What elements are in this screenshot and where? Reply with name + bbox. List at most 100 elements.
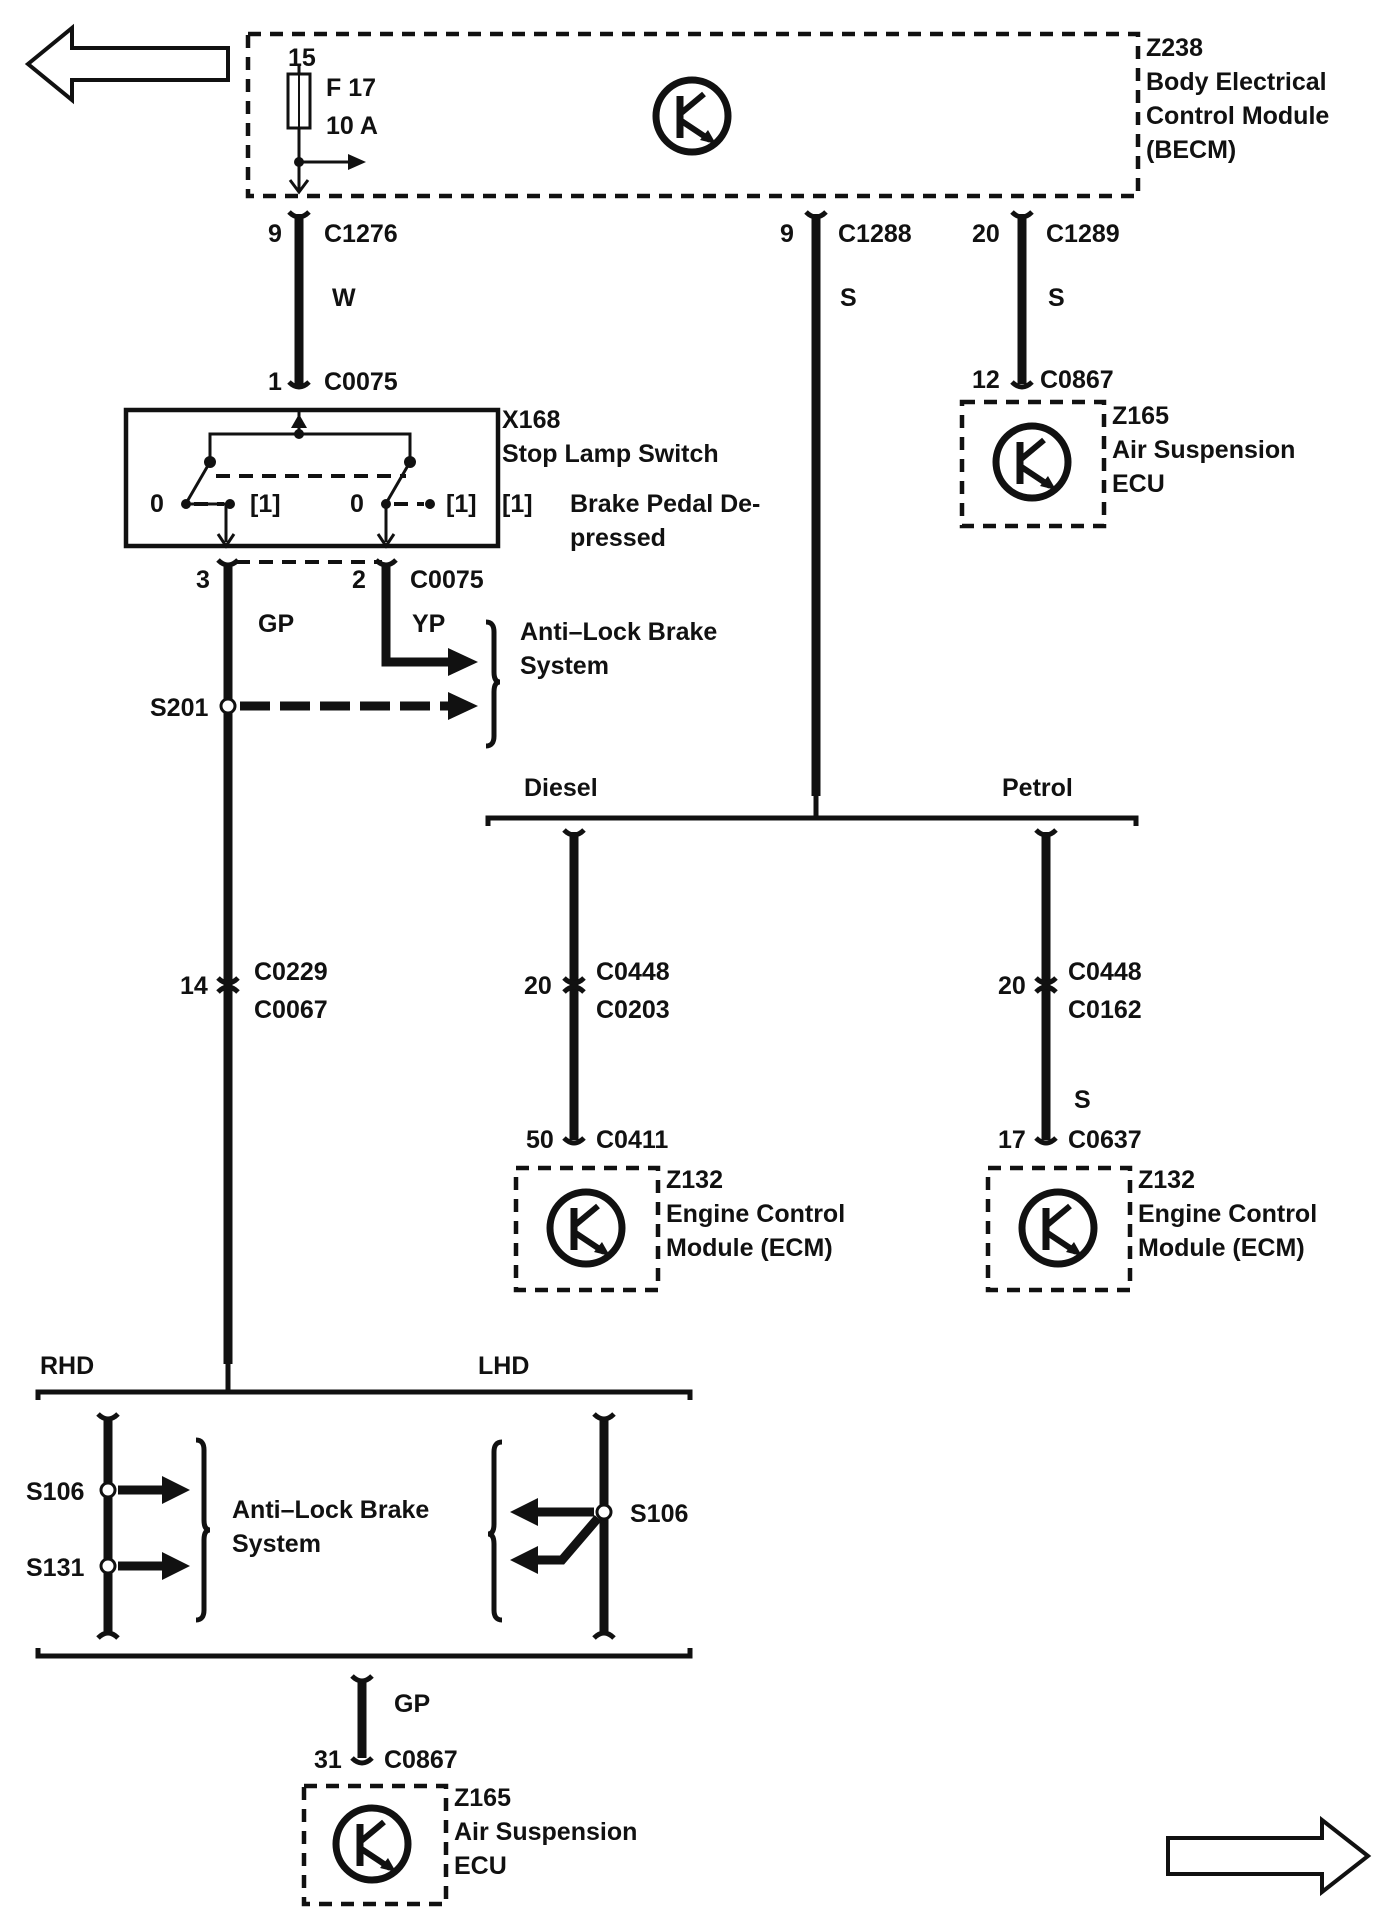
connector-icon bbox=[1012, 212, 1032, 217]
ecm-petrol-name1: Engine Control bbox=[1138, 1200, 1317, 1228]
inline-connector-icon bbox=[1034, 976, 1058, 994]
rhd-splice1-label: S106 bbox=[26, 1478, 84, 1506]
wire3-pin: 20 bbox=[972, 220, 1000, 248]
connector-icon bbox=[289, 212, 309, 217]
gp-inline-conn2: C0067 bbox=[254, 996, 328, 1024]
ecm-diesel-id: Z132 bbox=[666, 1166, 723, 1194]
diesel-inline-conn1: C0448 bbox=[596, 958, 670, 986]
switch-out-connector: C0075 bbox=[410, 566, 484, 594]
arrow-right-icon bbox=[1166, 1815, 1372, 1897]
transistor-icon bbox=[656, 80, 728, 152]
splice-icon bbox=[99, 1481, 117, 1499]
switch-name: Stop Lamp Switch bbox=[502, 440, 719, 468]
fuse-pin: 15 bbox=[288, 44, 316, 72]
air-bottom-name2: ECU bbox=[454, 1852, 507, 1880]
stop-lamp-switch bbox=[123, 407, 501, 549]
branch-bracket bbox=[35, 1648, 693, 1659]
air-bottom-connector: C0867 bbox=[384, 1746, 458, 1774]
abs-upper-name2: System bbox=[520, 652, 609, 680]
connector-icon bbox=[564, 830, 584, 835]
becm-name-line1: Body Electrical bbox=[1146, 68, 1327, 96]
petrol-pin: 17 bbox=[998, 1126, 1026, 1154]
transistor-icon bbox=[1022, 1192, 1094, 1264]
becm-id: Z238 bbox=[1146, 34, 1203, 62]
switch-legend-line2: pressed bbox=[570, 524, 666, 552]
petrol-connector: C0637 bbox=[1068, 1126, 1142, 1154]
rhd-label: RHD bbox=[40, 1352, 94, 1380]
becm-name-line2: Control Module bbox=[1146, 102, 1329, 130]
wire3-connector: C1289 bbox=[1046, 220, 1120, 248]
air-top-name1: Air Suspension bbox=[1112, 436, 1295, 464]
abs-lower-name2: System bbox=[232, 1530, 321, 1558]
bracket bbox=[195, 1437, 211, 1623]
switch-id: X168 bbox=[502, 406, 560, 434]
arrow-left-icon bbox=[510, 1498, 538, 1526]
diesel-inline-conn2: C0203 bbox=[596, 996, 670, 1024]
wire2-connector: C1288 bbox=[838, 220, 912, 248]
connector-icon bbox=[806, 212, 826, 217]
lhd-splice-label: S106 bbox=[630, 1500, 688, 1528]
connector-icon bbox=[376, 560, 396, 565]
arrow-right-icon bbox=[162, 1476, 190, 1504]
switch-state-on-right: [1] bbox=[446, 490, 477, 518]
wire-yp bbox=[381, 566, 450, 667]
air-bottom-id: Z165 bbox=[454, 1784, 511, 1812]
switch-state-off-left: 0 bbox=[150, 490, 164, 518]
inline-connector-icon bbox=[562, 976, 586, 994]
air-bottom-pin: 31 bbox=[314, 1746, 342, 1774]
diesel-inline-pin: 20 bbox=[524, 972, 552, 1000]
air-bottom-wire-color: GP bbox=[394, 1690, 430, 1718]
air-suspension-ecu-top bbox=[959, 399, 1107, 529]
air-bottom-name1: Air Suspension bbox=[454, 1818, 637, 1846]
splice-icon bbox=[99, 1557, 117, 1575]
splice-icon bbox=[219, 697, 237, 715]
wire-gp-label: GP bbox=[258, 610, 294, 638]
switch-out-pin-right: 2 bbox=[352, 566, 366, 594]
wire1-pin: 9 bbox=[268, 220, 282, 248]
abs-upper-name1: Anti–Lock Brake bbox=[520, 618, 717, 646]
wire-yp-label: YP bbox=[412, 610, 445, 638]
arrow-right-icon bbox=[162, 1552, 190, 1580]
switch-in-connector: C0075 bbox=[324, 368, 398, 396]
arrow-left-icon bbox=[24, 23, 230, 105]
wire1-color: W bbox=[332, 284, 356, 312]
arrow-right-icon bbox=[348, 154, 366, 170]
wire2-pin: 9 bbox=[780, 220, 794, 248]
splice-icon bbox=[595, 1503, 613, 1521]
arrow-right-icon bbox=[448, 692, 478, 720]
air-top-pin: 12 bbox=[972, 366, 1000, 394]
connector-icon bbox=[352, 1758, 372, 1763]
petrol-inline-pin: 20 bbox=[998, 972, 1026, 1000]
switch-state-off-right: 0 bbox=[350, 490, 364, 518]
connector-icon bbox=[1036, 830, 1056, 835]
branch-bracket bbox=[35, 1389, 693, 1400]
ecm-petrol bbox=[985, 1165, 1133, 1293]
ecm-diesel bbox=[513, 1165, 661, 1293]
connector-icon bbox=[218, 560, 238, 565]
wire2-color: S bbox=[840, 284, 857, 312]
splice-s201-label: S201 bbox=[150, 694, 208, 722]
branch-bracket bbox=[485, 815, 1139, 826]
inline-connector-icon bbox=[216, 976, 240, 994]
fuse-rating: 10 A bbox=[326, 112, 378, 140]
gp-inline-pin: 14 bbox=[180, 972, 208, 1000]
switch-legend-key: [1] bbox=[502, 490, 533, 518]
transistor-icon bbox=[336, 1808, 408, 1880]
diesel-label: Diesel bbox=[524, 774, 598, 802]
arrow-right-icon bbox=[448, 648, 478, 676]
switch-out-pin-left: 3 bbox=[196, 566, 210, 594]
petrol-label: Petrol bbox=[1002, 774, 1073, 802]
becm-module: 15 F 17 10 A bbox=[245, 31, 1141, 199]
petrol-inline-conn2: C0162 bbox=[1068, 996, 1142, 1024]
petrol-wire-color: S bbox=[1074, 1086, 1091, 1114]
switch-state-on-left: [1] bbox=[250, 490, 281, 518]
air-top-connector: C0867 bbox=[1040, 366, 1114, 394]
abs-lower-name1: Anti–Lock Brake bbox=[232, 1496, 429, 1524]
air-top-id: Z165 bbox=[1112, 402, 1169, 430]
air-suspension-ecu-bottom bbox=[301, 1783, 449, 1907]
fuse-name: F 17 bbox=[326, 74, 376, 102]
ecm-petrol-name2: Module (ECM) bbox=[1138, 1234, 1305, 1262]
switch-in-pin: 1 bbox=[268, 368, 282, 396]
bracket bbox=[487, 1439, 503, 1623]
